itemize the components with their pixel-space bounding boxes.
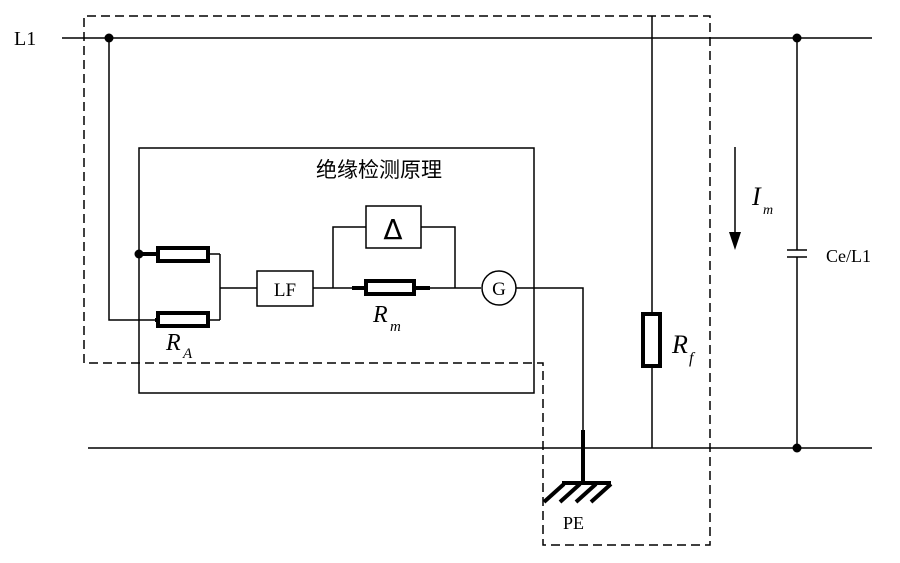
pe-hatch-3 [574, 482, 598, 504]
pe-label: PE [563, 513, 584, 533]
pe-hatch-2 [558, 482, 582, 504]
upper-resistor [156, 246, 210, 263]
resistor-rf [641, 312, 662, 368]
rm-label: R [372, 302, 388, 328]
insulation-monitor-box [138, 147, 535, 394]
delta-symbol: Δ [383, 213, 402, 246]
g-label: G [492, 279, 506, 300]
ra-label: R [165, 330, 181, 356]
im-arrow-head [729, 232, 741, 250]
im-subscript: m [763, 203, 773, 218]
im-label: I [751, 182, 762, 211]
lf-filter-box [256, 270, 314, 307]
delta-box [365, 205, 422, 249]
resistor-rm [364, 279, 416, 296]
delta-branch-wire-right [421, 226, 456, 288]
rm-subscript: m [390, 319, 401, 335]
rf-label: R [671, 330, 688, 359]
ra-subscript: A [182, 346, 193, 362]
delta-branch-wire [332, 226, 366, 288]
monitor-title: 绝缘检测原理 [316, 158, 442, 182]
pe-hatch-4 [589, 482, 613, 504]
feed-wire [108, 38, 155, 321]
capacitor-label: Ce/L1 [826, 246, 871, 266]
g-to-pe-wire [516, 287, 584, 430]
resistor-ra [156, 311, 210, 328]
device-dashed-boundary [83, 15, 711, 546]
pe-hatch-1 [542, 482, 566, 504]
l1-label: L1 [14, 28, 36, 50]
lf-label: LF [274, 280, 296, 301]
rf-subscript: f [689, 350, 696, 367]
